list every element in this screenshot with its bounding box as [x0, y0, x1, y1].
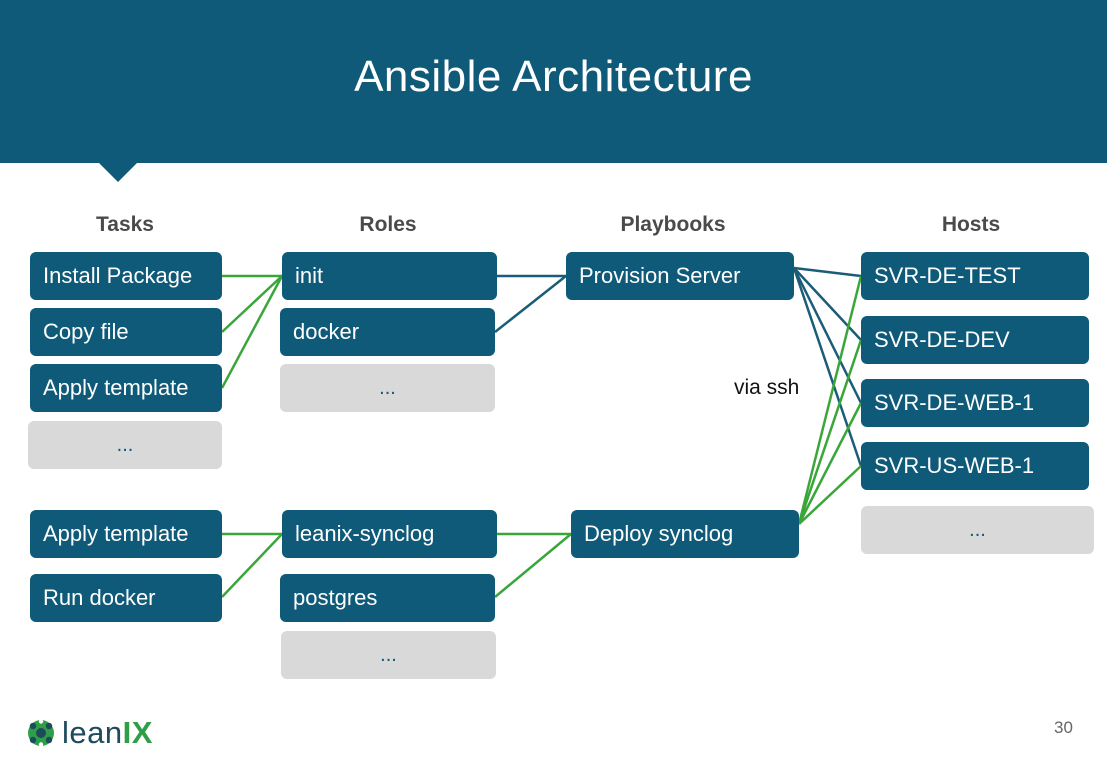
- host-svr-de-web-1: SVR-DE-WEB-1: [861, 379, 1089, 427]
- column-header-tasks: Tasks: [96, 213, 154, 236]
- slide-title: Ansible Architecture: [354, 52, 753, 101]
- host-svr-us-web-1: SVR-US-WEB-1: [861, 442, 1089, 490]
- task-more-placeholder: ...: [28, 421, 222, 469]
- link-postgres-to-deploy: [494, 533, 572, 598]
- role-leanix-synclog: leanix-synclog: [282, 510, 497, 558]
- role-more-placeholder: ...: [280, 364, 495, 412]
- leanix-logo-icon: [28, 719, 54, 747]
- link-provision-to-dev: [793, 267, 862, 341]
- role-docker: docker: [280, 308, 495, 356]
- task-install-package: Install Package: [30, 252, 222, 300]
- page-number: 30: [1054, 718, 1073, 737]
- role-more-placeholder-2: ...: [281, 631, 496, 679]
- column-header-roles: Roles: [359, 213, 417, 236]
- banner-notch: [98, 162, 138, 182]
- link-task-copy-to-init: [221, 275, 283, 333]
- host-more-placeholder: ...: [861, 506, 1094, 554]
- link-deploy-to-usweb1: [798, 465, 862, 525]
- link-deploy-to-dev: [797, 339, 863, 525]
- host-svr-de-test: SVR-DE-TEST: [861, 252, 1089, 300]
- link-provision-to-web1: [792, 267, 863, 404]
- host-svr-de-dev: SVR-DE-DEV: [861, 316, 1089, 364]
- leanix-logo-text: leanIX: [62, 715, 153, 751]
- link-deploy-to-web1: [797, 402, 863, 525]
- logo-text-main: lean: [62, 715, 123, 750]
- link-task-docker-to-synclog: [221, 533, 283, 598]
- task-run-docker: Run docker: [30, 574, 222, 622]
- task-copy-file: Copy file: [30, 308, 222, 356]
- column-header-hosts: Hosts: [941, 213, 1001, 236]
- via-ssh-label: via ssh: [734, 376, 800, 399]
- leanix-logo: leanIX: [26, 715, 153, 751]
- logo-text-accent: IX: [122, 715, 153, 750]
- playbook-provision-server: Provision Server: [566, 252, 794, 300]
- title-banner: [0, 0, 1107, 163]
- task-apply-template: Apply template: [30, 364, 222, 412]
- link-deploy-to-test: [797, 275, 863, 525]
- task-apply-template-2: Apply template: [30, 510, 222, 558]
- playbook-deploy-synclog: Deploy synclog: [571, 510, 799, 558]
- link-task-template-to-init: [220, 275, 284, 389]
- role-postgres: postgres: [280, 574, 495, 622]
- link-provision-to-test: [793, 266, 862, 278]
- role-init: init: [282, 252, 497, 300]
- link-provision-to-usweb1: [792, 267, 863, 467]
- column-header-playbooks: Playbooks: [620, 213, 726, 236]
- link-docker-to-provision: [494, 275, 567, 333]
